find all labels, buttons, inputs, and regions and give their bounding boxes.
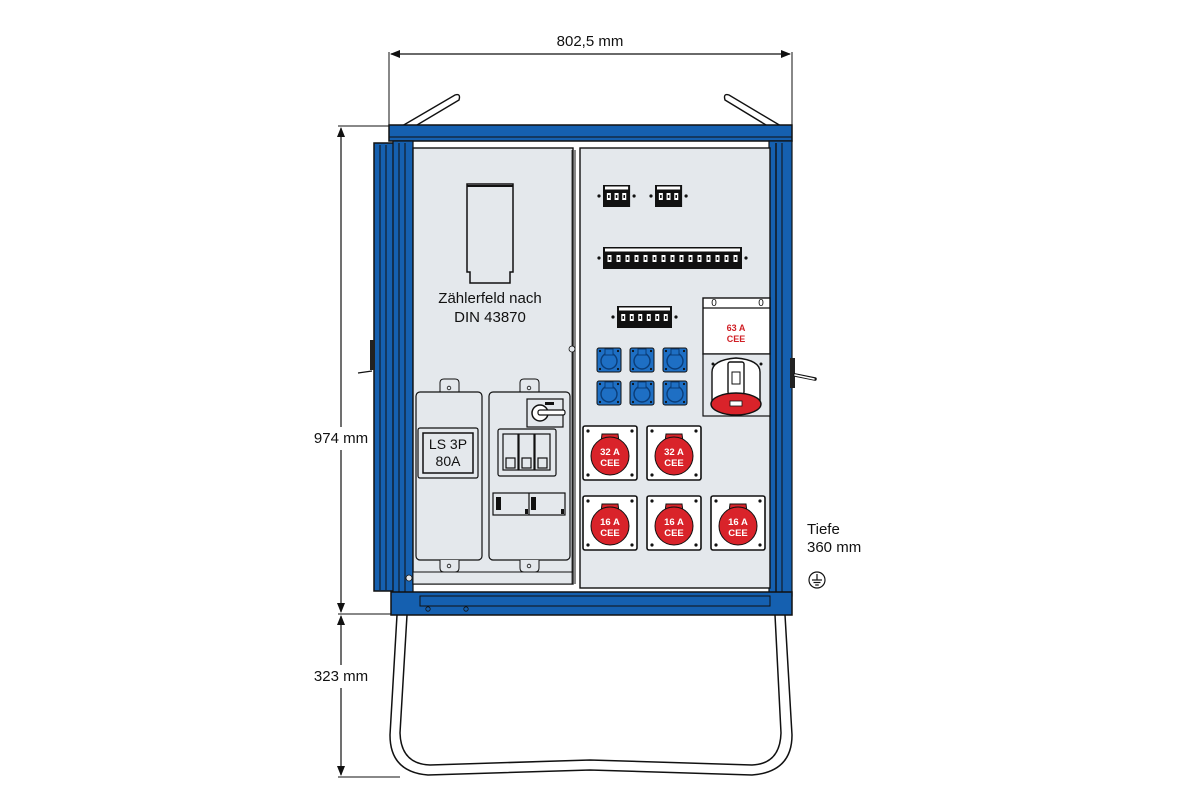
socket-label: 0: [758, 298, 764, 309]
schuko-socket: [629, 380, 655, 406]
socket-label: CEE: [727, 334, 746, 344]
protective-earth-icon: [808, 571, 826, 589]
socket-label: 16 A: [600, 517, 620, 528]
socket-label: 32 A: [600, 447, 620, 458]
schuko-socket: [629, 347, 655, 373]
meter-field-label-2: DIN 43870: [454, 309, 526, 326]
socket-label: CEE: [728, 528, 748, 539]
width-label: 802,5 mm: [557, 33, 624, 50]
socket-label: CEE: [664, 528, 684, 539]
socket-label: 0: [711, 298, 717, 309]
meter-field-label-1: Zählerfeld nach: [438, 290, 541, 307]
socket-label: CEE: [600, 458, 620, 469]
mcb-group: [611, 306, 678, 328]
stand-frame: [389, 614, 793, 776]
depth-label: Tiefe: [807, 521, 840, 538]
lifting-handles: [400, 93, 783, 129]
enclosure: [357, 124, 817, 616]
depth-annotation: Tiefe 360 mm: [807, 521, 861, 556]
main-switch-cover: [488, 378, 571, 573]
mcb-group: [597, 247, 748, 269]
socket-label: 16 A: [664, 517, 684, 528]
socket-label: 63 A: [727, 323, 746, 333]
socket-label: 16 A: [728, 517, 748, 528]
schuko-socket: [596, 347, 622, 373]
schuko-socket: [662, 347, 688, 373]
schuko-socket: [596, 380, 622, 406]
schuko-socket: [662, 380, 688, 406]
height-dimension: 974 mm 323 mm: [314, 125, 400, 778]
meter-panel: Zählerfeld nach DIN 43870 LS 3P 80A: [405, 147, 574, 585]
stand-height-label: 323 mm: [314, 668, 368, 685]
socket-label: 32 A: [664, 447, 684, 458]
depth-value: 360 mm: [807, 539, 861, 556]
width-dimension: 802,5 mm: [388, 33, 793, 125]
mcb-group: [649, 185, 688, 207]
socket-label: CEE: [600, 528, 620, 539]
breaker-label-2: 80A: [436, 453, 462, 469]
height-label: 974 mm: [314, 430, 368, 447]
mcb-group: [597, 185, 636, 207]
mcb-rows: [597, 185, 748, 328]
main-breaker-cover: LS 3P 80A: [415, 378, 483, 573]
schuko-sockets: [596, 347, 688, 406]
socket-label: CEE: [664, 458, 684, 469]
breaker-label-1: LS 3P: [429, 436, 467, 452]
